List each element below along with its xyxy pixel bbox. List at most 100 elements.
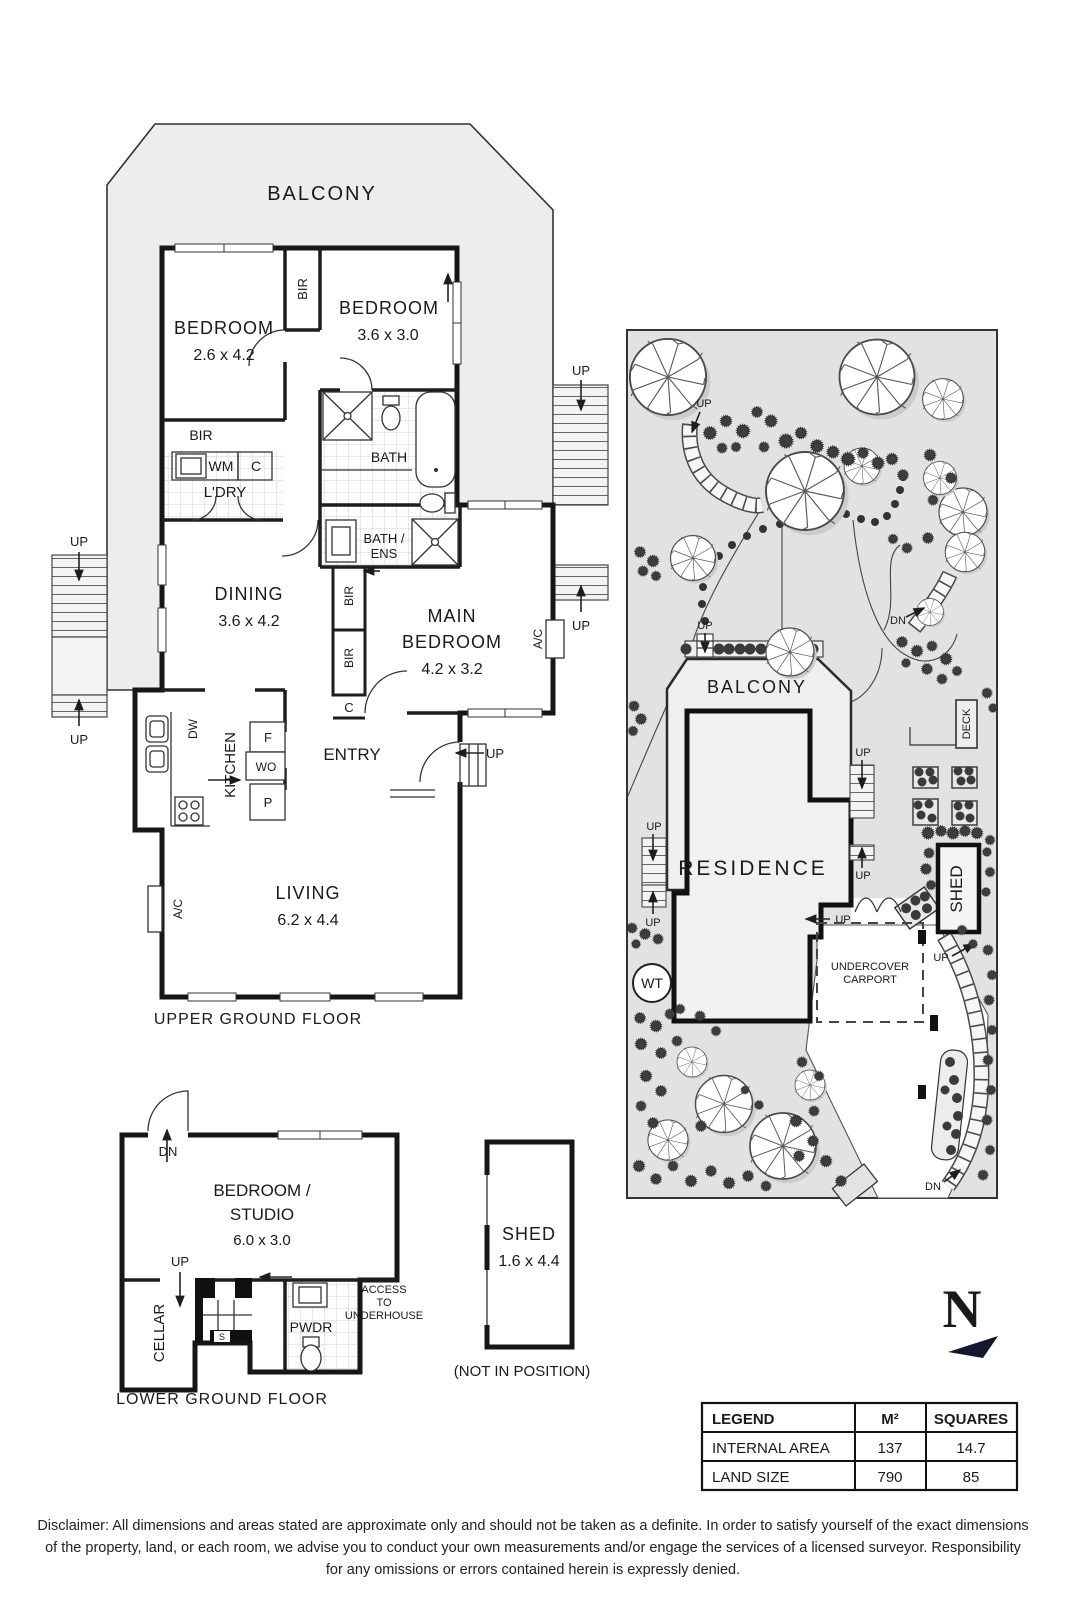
lower-interior-walls [122, 1278, 397, 1372]
room-label-kitchen: KITCHEN [222, 732, 239, 798]
ac-unit-living [147, 885, 163, 933]
stair-label-up: UP [171, 1254, 189, 1269]
external-stairs-left: UP UP [51, 534, 108, 747]
disclaimer: Disclaimer: All dimensions and areas sta… [37, 1518, 1028, 1578]
room-label-main-2: BEDROOM [402, 632, 502, 652]
north-pointer-icon [948, 1336, 998, 1358]
upper-interior-walls [162, 248, 462, 827]
stair-label-up: UP [933, 952, 948, 964]
legend-header-squares: SQUARES [934, 1411, 1008, 1428]
room-label-shed: SHED [502, 1224, 556, 1244]
label-water-tank: WT [641, 975, 663, 991]
water-tank: WT [632, 963, 672, 1003]
pantry-box [249, 783, 286, 821]
label-closet: C [344, 700, 353, 715]
legend-row-internal-area: INTERNAL AREA 137 14.7 [712, 1440, 986, 1457]
label-deck: DECK [961, 708, 973, 739]
path-label-up: UP [696, 398, 711, 410]
disclaimer-line-2: of the property, land, or each room, we … [45, 1540, 1022, 1556]
room-label-bedroom1: BEDROOM [174, 318, 274, 338]
legend-header-m2: M² [881, 1411, 899, 1428]
site-stairs-left: UP UP [641, 821, 667, 929]
lower-floor-plan: S DN BEDROOM / STUDIO 6.0 x 3.0 UP CELLA… [116, 1090, 423, 1408]
room-label-studio-2: STUDIO [230, 1205, 294, 1224]
stair-label-up: UP [855, 870, 870, 882]
label-bir: BIR [189, 427, 212, 443]
stair-label-up: UP [572, 363, 590, 378]
floor-title-upper: UPPER GROUND FLOOR [154, 1011, 362, 1028]
toilet-bath [381, 395, 401, 431]
stair-label-up: UP [646, 821, 661, 833]
kitchen-sink [145, 715, 169, 773]
room-dims-shed: 1.6 x 4.4 [498, 1253, 559, 1270]
lower-labels: DN BEDROOM / STUDIO 6.0 x 3.0 UP CELLAR … [116, 1144, 423, 1408]
label-wall-oven: WO [256, 760, 277, 774]
label-fridge: F [264, 730, 272, 745]
upper-fixtures [145, 391, 565, 933]
fridge-box [249, 721, 286, 753]
label-bir: BIR [342, 648, 356, 668]
stove [174, 796, 204, 826]
toilet-wc [419, 492, 456, 514]
label-carport-2: CARPORT [843, 974, 897, 986]
label-balcony-upper: BALCONY [267, 183, 377, 205]
upper-windows [157, 243, 543, 1002]
upper-labels: BALCONY BEDROOM 2.6 x 4.2 BEDROOM 3.6 x … [154, 183, 545, 1028]
label-access-2: TO [376, 1297, 392, 1309]
label-shed-site: SHED [947, 865, 966, 912]
powder-fixtures [292, 1282, 328, 1372]
washing-machine [175, 453, 207, 479]
legend-header-label: LEGEND [712, 1411, 775, 1428]
label-ac: A/C [531, 629, 545, 649]
stair-label-up: UP [835, 914, 850, 926]
label-wm: WM [209, 458, 234, 474]
label-bath-ens-2: ENS [371, 546, 398, 561]
label-carport-1: UNDERCOVER [831, 961, 909, 973]
legend-cell-label: LAND SIZE [712, 1469, 790, 1486]
room-label-studio-1: BEDROOM / [213, 1181, 311, 1200]
site-shed: SHED [935, 842, 982, 935]
site-stairs-right: UP UP [849, 747, 875, 882]
label-access-1: ACCESS [361, 1284, 406, 1296]
stair-label-up: UP [855, 747, 870, 759]
lower-stairs: S [195, 1278, 252, 1343]
ac-unit-bedroom [545, 619, 565, 659]
north-arrow: N [943, 1279, 998, 1358]
stair-label-up: UP [697, 620, 712, 632]
label-pantry: P [264, 795, 273, 810]
upper-doors [191, 329, 487, 798]
bathtub [415, 391, 456, 488]
legend-cell-squares: 14.7 [956, 1440, 985, 1457]
stair-label-s: S [219, 1332, 225, 1342]
room-label-powder: PWDR [290, 1319, 333, 1335]
room-dims-main: 4.2 x 3.2 [421, 661, 482, 678]
path-label-dn: DN [890, 615, 906, 627]
room-label-bedroom2: BEDROOM [339, 298, 439, 318]
label-bir: BIR [342, 586, 356, 606]
planter-boxes [893, 766, 978, 930]
site-carport: UNDERCOVER CARPORT UP [816, 897, 976, 1099]
disclaimer-line-1: Disclaimer: All dimensions and areas sta… [37, 1518, 1028, 1534]
label-residence: RESIDENCE [678, 857, 828, 880]
stair-label-up: UP [486, 746, 504, 761]
stair-label-up: UP [645, 917, 660, 929]
shower-ens [411, 518, 459, 566]
legend-row-land-size: LAND SIZE 790 85 [712, 1469, 979, 1486]
shower-bath [322, 391, 373, 441]
stair-label-up: UP [70, 732, 88, 747]
vanity-ens [325, 519, 357, 563]
legend-cell-m2: 790 [877, 1469, 902, 1486]
label-bath-ens-1: BATH / [364, 531, 405, 546]
stair-label-up: UP [572, 618, 590, 633]
room-label-cellar: CELLAR [151, 1304, 168, 1363]
room-label-main-1: MAIN [428, 606, 477, 626]
legend-table: LEGEND M² SQUARES INTERNAL AREA 137 14.7… [700, 1401, 1019, 1492]
label-access-3: UNDERHOUSE [345, 1310, 423, 1322]
room-dims-dining: 3.6 x 4.2 [218, 613, 279, 630]
floor-title-lower: LOWER GROUND FLOOR [116, 1391, 328, 1408]
room-label-living: LIVING [275, 883, 340, 903]
room-label-entry: ENTRY [323, 745, 380, 764]
site-deck: DECK [909, 699, 978, 749]
label-dw: DW [186, 718, 200, 739]
